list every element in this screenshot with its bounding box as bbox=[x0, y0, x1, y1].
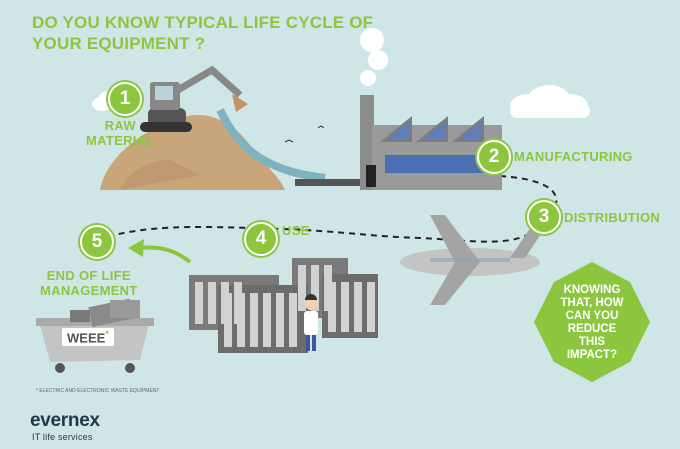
excavator-icon bbox=[140, 65, 248, 132]
step-2-label: MANUFACTURING bbox=[514, 149, 633, 164]
conveyor bbox=[295, 179, 367, 186]
return-arrow-head bbox=[128, 239, 144, 257]
step-2-circle: 2 bbox=[477, 140, 511, 174]
step-3-label: DISTRIBUTION bbox=[564, 210, 661, 225]
step-3-circle: 3 bbox=[527, 200, 561, 234]
brand-tagline: IT life services bbox=[32, 432, 93, 442]
technician-icon bbox=[304, 294, 318, 351]
title-line-1: DO YOU KNOW TYPICAL LIFE CYCLE OF bbox=[32, 13, 374, 32]
return-arrow bbox=[139, 245, 192, 264]
title-line-2: YOUR EQUIPMENT ? bbox=[32, 34, 206, 53]
footnote: * ELECTRIC AND ELECTRONIC WASTE EQUIPMEN… bbox=[36, 388, 160, 394]
impact-badge bbox=[534, 262, 650, 382]
step-4-label: USE bbox=[282, 223, 310, 238]
server-racks-icon bbox=[189, 258, 378, 353]
water-stream bbox=[216, 108, 326, 182]
weee-label: WEEE* bbox=[62, 328, 114, 347]
step-4-circle: 4 bbox=[244, 222, 278, 256]
step-5-circle: 5 bbox=[80, 225, 114, 259]
cloud-right-icon bbox=[510, 85, 590, 118]
airplane-icon bbox=[400, 215, 545, 305]
step-5-label: END OF LIFE MANAGEMENT bbox=[40, 268, 138, 298]
step-1-label: RAW MATERIAL bbox=[86, 118, 155, 148]
page-title: DO YOU KNOW TYPICAL LIFE CYCLE OF YOUR E… bbox=[32, 12, 392, 54]
step-1-circle: 1 bbox=[108, 82, 142, 116]
impact-badge-text: KNOWING THAT, HOW CAN YOU REDUCE THIS IM… bbox=[560, 284, 624, 361]
factory-icon bbox=[360, 28, 502, 190]
brand-logo: evernex bbox=[30, 410, 100, 431]
